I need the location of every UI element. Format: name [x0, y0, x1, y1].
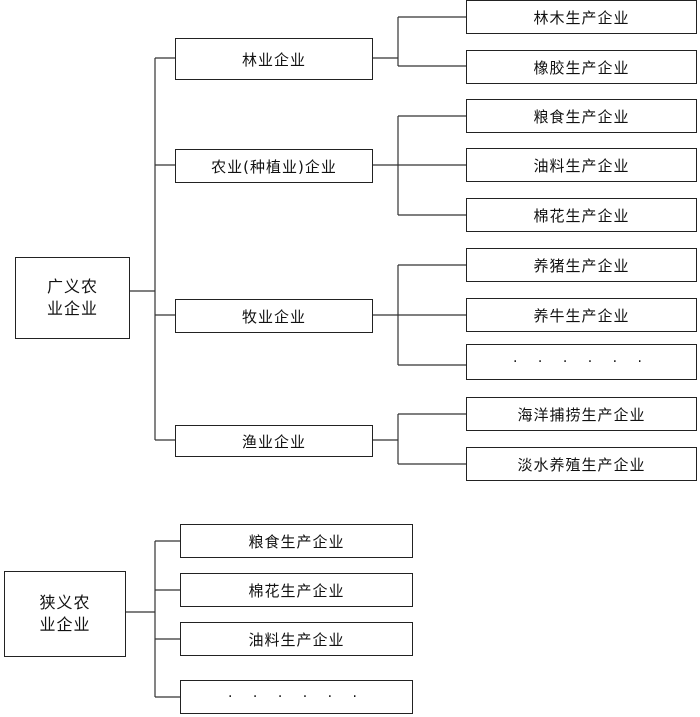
leaf-fishery-1: 海洋捕捞生产企业: [466, 397, 697, 431]
branch-livestock: 牧业企业: [175, 299, 373, 333]
branch-forestry: 林业企业: [175, 38, 373, 80]
leaf-livestock-2: 养牛生产企业: [466, 298, 697, 332]
leaf-crop-3: 棉花生产企业: [466, 198, 697, 232]
branch-crop: 农业(种植业)企业: [175, 149, 373, 183]
broad-root-line1: 广义农: [46, 277, 98, 296]
narrow-root-node: 狭义农 业企业: [4, 571, 126, 657]
leaf-livestock-more: · · · · · ·: [466, 344, 697, 380]
narrow-leaf-1: 粮食生产企业: [180, 524, 413, 558]
leaf-crop-1: 粮食生产企业: [466, 99, 697, 133]
narrow-leaf-3: 油料生产企业: [180, 622, 413, 656]
narrow-root-line1: 狭义农: [39, 593, 91, 612]
narrow-leaf-2: 棉花生产企业: [180, 573, 413, 607]
leaf-livestock-1: 养猪生产企业: [466, 248, 697, 282]
broad-root-node: 广义农 业企业: [15, 257, 130, 339]
narrow-root-line2: 业企业: [39, 615, 91, 634]
broad-root-line2: 业企业: [46, 299, 98, 318]
leaf-forestry-2: 橡胶生产企业: [466, 50, 697, 84]
narrow-leaf-more: · · · · · ·: [180, 680, 413, 714]
leaf-forestry-1: 林木生产企业: [466, 0, 697, 34]
leaf-crop-2: 油料生产企业: [466, 148, 697, 182]
branch-fishery: 渔业企业: [175, 425, 373, 457]
leaf-fishery-2: 淡水养殖生产企业: [466, 447, 697, 481]
